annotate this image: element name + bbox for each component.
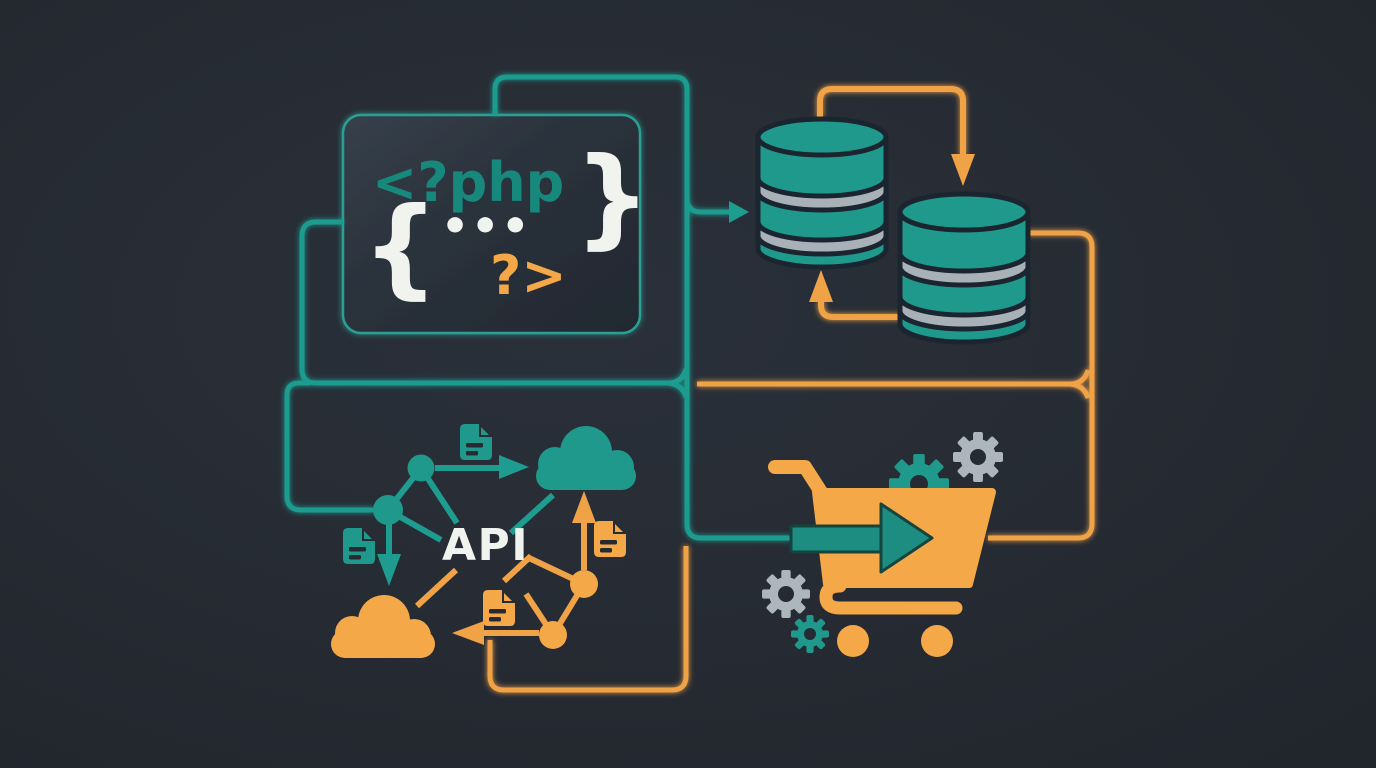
cloud-icon [536,426,636,490]
db-sync-arrow-top [817,86,966,156]
api-network-diagram: API [331,423,636,658]
php-brace-left: { [362,185,439,310]
teal-network-nodes [373,454,435,525]
arrow-up-icon [572,491,596,523]
arrow-down-icon [377,554,401,586]
arrow-left-icon [452,621,484,645]
shopping-cart-group [762,432,1003,657]
network-link [501,553,534,584]
connector-fork-down [1069,381,1091,399]
gear-icon [762,570,810,618]
api-label: API [442,520,529,571]
connector-branch-to-database [684,197,731,215]
arrow-up-icon [809,270,833,302]
teal-connector-arrowheads [729,201,749,223]
php-brace-right: } [574,135,651,260]
network-node-icon [407,454,435,482]
connector-php-left [299,219,668,386]
php-code-text: <?php } { ••• ?> [362,135,651,310]
cart-rail [819,579,963,615]
gear-icon [953,432,1003,482]
arrow-into-cart-icon [789,502,934,574]
connector-api-to-cart-loop [487,546,689,693]
database-icon [758,119,886,267]
connector-php-to-db [492,74,791,541]
network-link [508,492,556,536]
cart-wheel [837,625,869,657]
database-icon [900,194,1028,342]
network-node-icon [373,495,403,525]
php-open-tag: <?php [372,151,564,214]
connector-fork-down [667,380,689,398]
cart-handle [768,460,828,499]
orange-network-nodes [539,570,598,649]
cloud-icon [331,595,435,658]
teal-flow-connectors [284,74,791,541]
php-close-tag: ?> [490,244,567,307]
connector-db-to-cart [988,230,1095,541]
db-sync-arrow-bottom [818,300,900,320]
orange-flow-connectors [487,86,1095,693]
connector-to-api [284,380,374,513]
orange-network-arrowheads [452,491,596,645]
php-ellipsis: ••• [441,201,531,252]
gear-icon [791,615,829,653]
cart-wheel [921,625,953,657]
network-node-icon [570,570,598,598]
network-node-icon [539,621,567,649]
arrow-right-icon [729,201,749,223]
teal-network-arrowheads [377,455,529,586]
network-link [414,567,459,609]
orange-connector-arrowheads [809,154,975,302]
arrow-right-icon [499,455,529,479]
arrow-down-icon [951,154,975,186]
